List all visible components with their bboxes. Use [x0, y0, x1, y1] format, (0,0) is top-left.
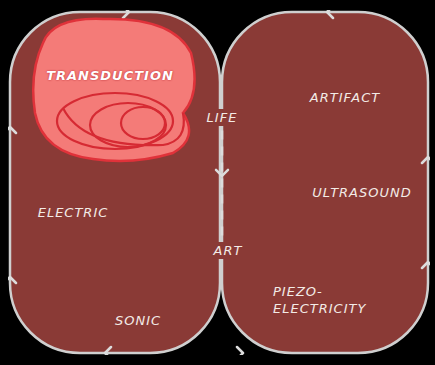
flow-chevron [327, 10, 333, 18]
flow-chevron [422, 157, 430, 163]
flow-chevron [123, 10, 129, 18]
node-text: SONIC [115, 312, 161, 329]
node-text: ELECTRIC [38, 204, 109, 221]
node-text: ULTRASOUND [312, 184, 411, 201]
transduction-blob-outline [23, 13, 198, 163]
flow-chevron [422, 262, 430, 268]
transduction-blob: TRANSDUCTION [23, 13, 198, 163]
node-text: PIEZO- ELECTRICITY [273, 283, 401, 317]
node-text: ARTIFACT [310, 89, 380, 106]
right-lobe: ARTIFACT ULTRASOUND PIEZO- ELECTRICITY [220, 10, 430, 355]
flow-chevron [8, 277, 16, 283]
left-lobe: ELECTRIC SONIC TRANSDUCTION [8, 10, 222, 355]
flow-chevron [105, 347, 111, 355]
flow-chevron [8, 127, 16, 133]
flow-chevron [237, 347, 243, 355]
node-text: TRANSDUCTION [46, 67, 174, 84]
center-label: LIFE [204, 109, 241, 126]
center-label: ART [211, 242, 246, 259]
